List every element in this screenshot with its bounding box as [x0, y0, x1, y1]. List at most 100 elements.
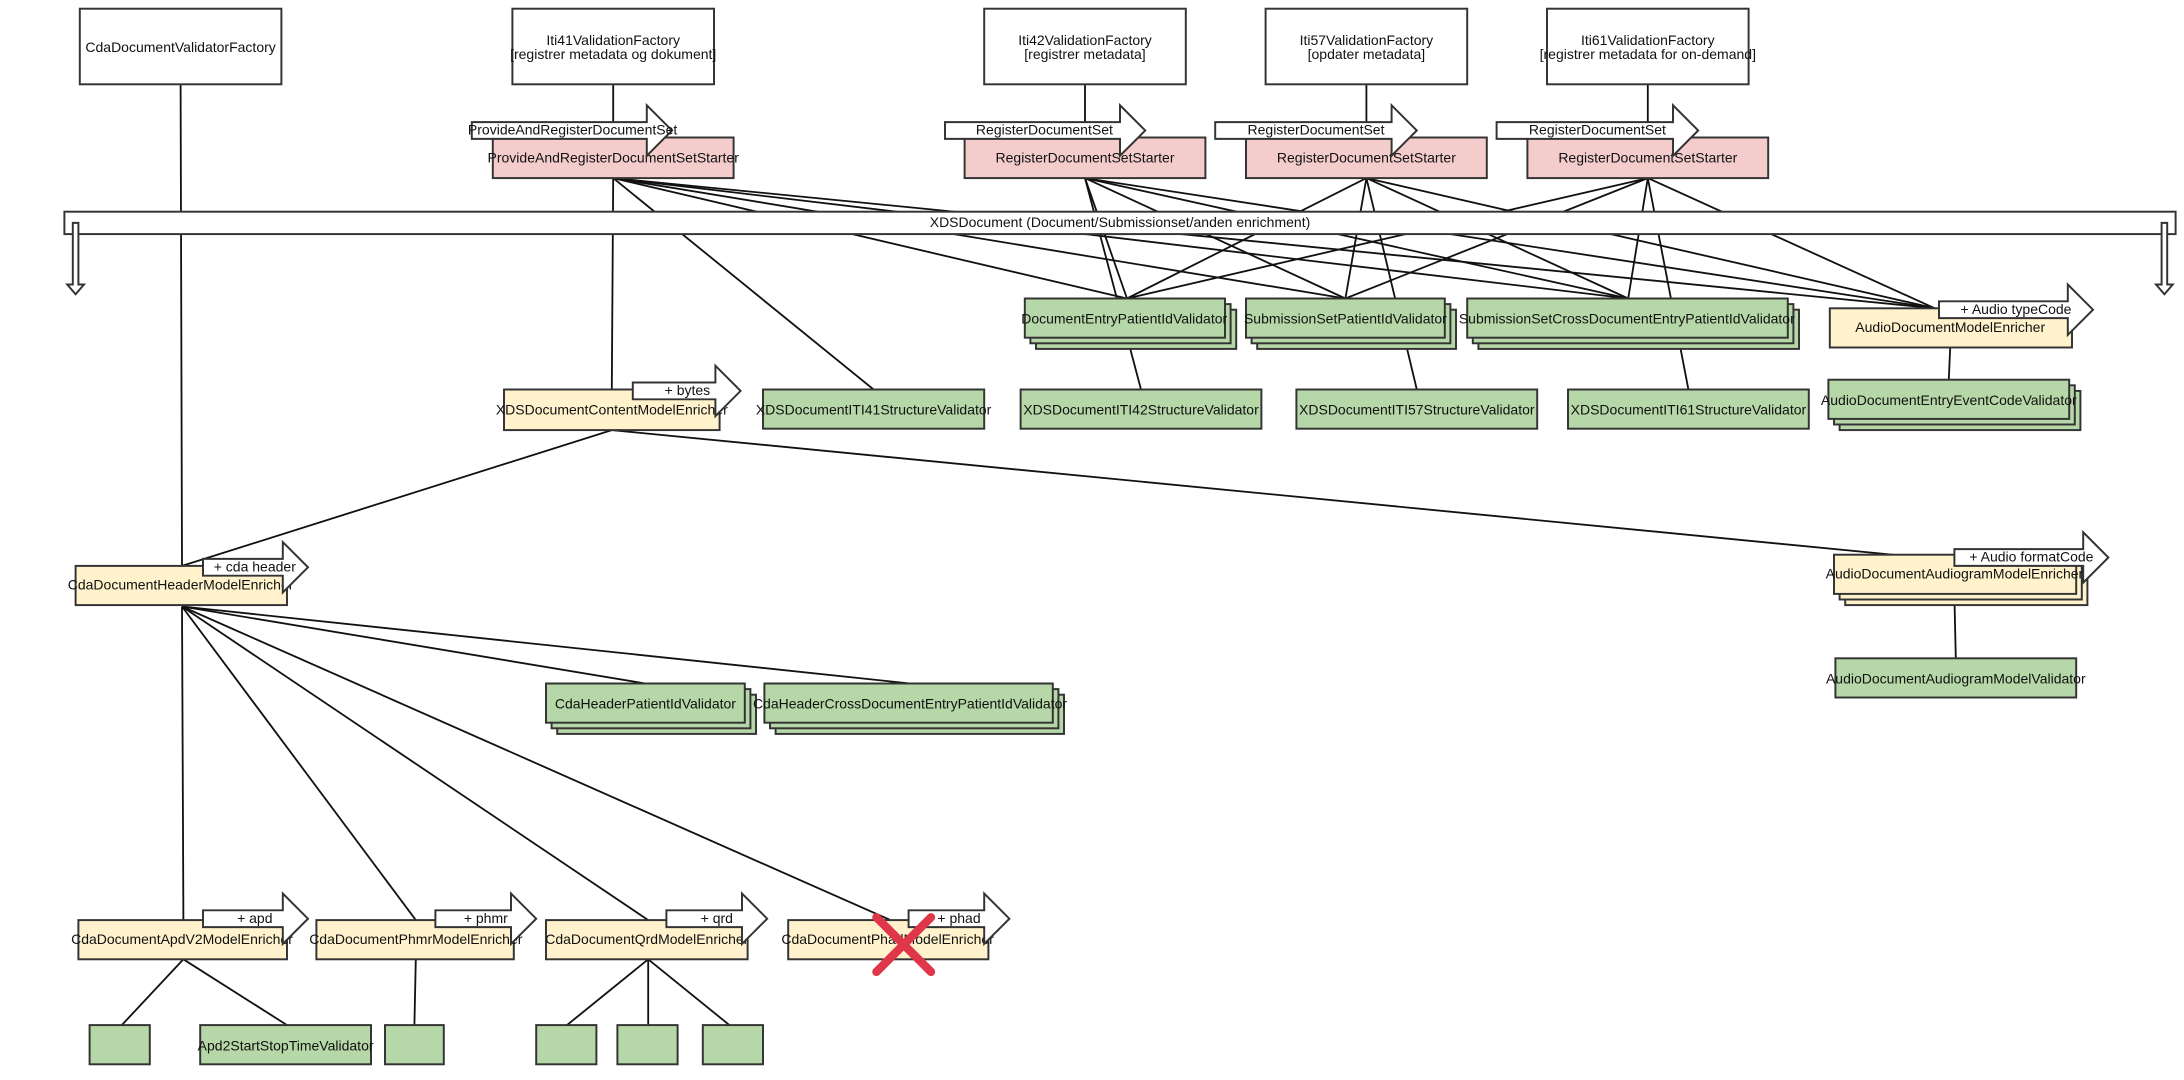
edge — [181, 606, 185, 921]
validator-submission-set-patient-id[interactable]: SubmissionSetPatientIdValidator — [1244, 297, 1457, 350]
factory-iti57[interactable]: Iti57ValidationFactory [opdater metadata… — [1264, 7, 1469, 86]
arrow-audio-typecode-label: + Audio typeCode — [1961, 301, 2072, 317]
starter-iti57-label: RegisterDocumentSetStarter — [1277, 150, 1456, 166]
edge — [612, 177, 875, 391]
edge — [610, 178, 615, 390]
arrow-audio-typecode: + Audio typeCode — [1938, 282, 2095, 338]
edge — [1947, 347, 1952, 380]
starter-iti61[interactable]: RegisterDocumentSetStarter — [1526, 136, 1770, 180]
factory-iti42-subtitle: [registrer metadata] — [1024, 46, 1145, 62]
validator-document-entry-patient-id[interactable]: DocumentEntryPatientIdValidator — [1021, 297, 1238, 350]
factory-iti61-subtitle: [registrer metadata for on-demand] — [1540, 46, 1756, 62]
validator-apd-start-stop-time-label: Apd2StartStopTimeValidator — [198, 1037, 374, 1053]
edge — [613, 177, 1346, 300]
enricher-phmr-label: CdaDocumentPhmrModelEnricher — [309, 931, 523, 947]
factory-iti61-title: Iti61ValidationFactory — [1581, 32, 1715, 48]
validator-iti61-structure[interactable]: XDSDocumentITI61StructureValidator — [1567, 388, 1810, 430]
edge — [647, 958, 730, 1026]
enricher-audio[interactable]: AudioDocumentModelEnricher — [1828, 307, 2073, 349]
edge — [1126, 177, 1649, 300]
validator-submission-set-patient-id-label: SubmissionSetPatientIdValidator — [1244, 311, 1447, 327]
enricher-phad-label: CdaDocumentPhadModelEnricher — [781, 931, 994, 947]
arrow-iti41-label: ProvideAndRegisterDocumentSet — [468, 122, 677, 138]
starter-iti41[interactable]: ProvideAndRegisterDocumentSetStarter — [488, 136, 740, 180]
starter-iti57[interactable]: RegisterDocumentSetStarter — [1245, 136, 1488, 180]
edge — [1365, 177, 1418, 390]
factory-iti42[interactable]: Iti42ValidationFactory [registrer metada… — [983, 7, 1187, 86]
edge — [1084, 177, 1128, 299]
edge — [1345, 177, 1649, 300]
arrow-qrd: + qrd — [665, 891, 769, 947]
validator-audiogram-model[interactable]: AudioDocumentAudiogramModelValidator — [1826, 657, 2086, 699]
factory-iti57-title: Iti57ValidationFactory — [1300, 32, 1434, 48]
edge — [1366, 177, 1936, 310]
arrow-iti57-label: RegisterDocumentSet — [1248, 122, 1385, 138]
enricher-audio-label: AudioDocumentModelEnricher — [1855, 319, 2045, 335]
xds-document-banner-label: XDSDocument (Document/Submissionset/ande… — [930, 214, 1311, 230]
arrow-iti61-label: RegisterDocumentSet — [1529, 122, 1666, 138]
validator-qrd-unnamed-2[interactable] — [616, 1024, 679, 1066]
enricher-phmr[interactable]: CdaDocumentPhmrModelEnricher — [309, 919, 523, 961]
validator-submission-set-cross[interactable]: SubmissionSetCrossDocumentEntryPatientId… — [1459, 297, 1800, 350]
arrow-bytes-label: + bytes — [665, 382, 711, 398]
edge — [1344, 177, 1368, 299]
validator-iti61-structure-label: XDSDocumentITI61StructureValidator — [1571, 402, 1807, 418]
validator-qrd-unnamed-1[interactable] — [535, 1024, 598, 1066]
enricher-xds-content-label: XDSDocumentContentModelEnricher — [496, 402, 728, 418]
validator-iti41-structure-label: XDSDocumentITI41StructureValidator — [756, 402, 992, 418]
edge — [181, 605, 417, 921]
arrow-qrd-label: + qrd — [701, 910, 733, 926]
starter-iti41-label: ProvideAndRegisterDocumentSetStarter — [488, 150, 740, 166]
enricher-cda-header-label: CdaDocumentHeaderModelEnricher — [68, 577, 294, 593]
factory-iti41-title: Iti41ValidationFactory — [546, 32, 680, 48]
validator-phmr-unnamed[interactable] — [384, 1024, 445, 1066]
arrow-apd-label: + apd — [237, 910, 272, 926]
arrow-cda-header-label: + cda header — [214, 559, 296, 575]
validator-audiogram-model-label: AudioDocumentAudiogramModelValidator — [1826, 671, 2086, 687]
validator-iti57-structure-label: XDSDocumentITI57StructureValidator — [1299, 402, 1535, 418]
factory-iti61[interactable]: Iti61ValidationFactory [registrer metada… — [1540, 7, 1756, 86]
edge — [121, 958, 185, 1026]
edge — [611, 429, 1907, 558]
arrow-phmr: + phmr — [434, 891, 538, 947]
edge — [181, 605, 646, 685]
edge — [181, 605, 911, 685]
enricher-audiogram-label: AudioDocumentAudiogramModelEnricher — [1826, 566, 2084, 582]
edge — [1084, 177, 1142, 390]
enricher-apd-label: CdaDocumentApdV2ModelEnricher — [71, 931, 293, 947]
validator-qrd-unnamed-3[interactable] — [701, 1024, 764, 1066]
validator-document-entry-patient-id-label: DocumentEntryPatientIdValidator — [1021, 311, 1227, 327]
xds-document-banner: XDSDocument (Document/Submissionset/ande… — [63, 210, 2177, 236]
validator-cda-header-cross[interactable]: CdaHeaderCrossDocumentEntryPatientIdVali… — [753, 682, 1067, 735]
validator-iti57-structure[interactable]: XDSDocumentITI57StructureValidator — [1295, 388, 1539, 430]
edge — [1126, 177, 1367, 300]
arrow-iti41: ProvideAndRegisterDocumentSet — [468, 102, 677, 159]
edge — [566, 958, 649, 1026]
validator-iti41-structure[interactable]: XDSDocumentITI41StructureValidator — [756, 388, 992, 430]
validator-iti42-structure[interactable]: XDSDocumentITI42StructureValidator — [1019, 388, 1263, 430]
arrow-bytes: + bytes — [631, 363, 742, 419]
removed-cross-icon — [872, 913, 936, 977]
edge — [613, 177, 1629, 300]
validator-cda-header-patient-id[interactable]: CdaHeaderPatientIdValidator — [545, 682, 757, 735]
factory-cda-title: CdaDocumentValidatorFactory — [85, 39, 275, 55]
edge — [1647, 177, 1936, 310]
factory-iti41[interactable]: Iti41ValidationFactory [registrer metada… — [510, 7, 716, 86]
arrow-iti42: RegisterDocumentSet — [944, 102, 1147, 159]
enricher-qrd-label: CdaDocumentQrdModelEnricher — [545, 931, 748, 947]
validator-audio-entry-event-code[interactable]: AudioDocumentEntryEventCodeValidator — [1821, 378, 2082, 432]
validator-apd-start-stop-time[interactable]: Apd2StartStopTimeValidator — [198, 1024, 374, 1066]
factory-iti42-title: Iti42ValidationFactory — [1018, 32, 1152, 48]
arrow-phmr-label: + phmr — [464, 910, 508, 926]
edge — [181, 605, 649, 921]
edge — [181, 429, 613, 567]
edge — [1084, 177, 1346, 300]
edge — [613, 177, 1935, 310]
validator-apd-unnamed[interactable] — [88, 1024, 151, 1066]
starter-iti42[interactable]: RegisterDocumentSetStarter — [963, 136, 1207, 180]
factory-cda[interactable]: CdaDocumentValidatorFactory — [78, 7, 283, 86]
arrow-apd: + apd — [202, 891, 310, 947]
edge — [1953, 596, 1957, 659]
arrow-phad-label: + phad — [937, 910, 980, 926]
arrow-iti42-label: RegisterDocumentSet — [976, 122, 1113, 138]
